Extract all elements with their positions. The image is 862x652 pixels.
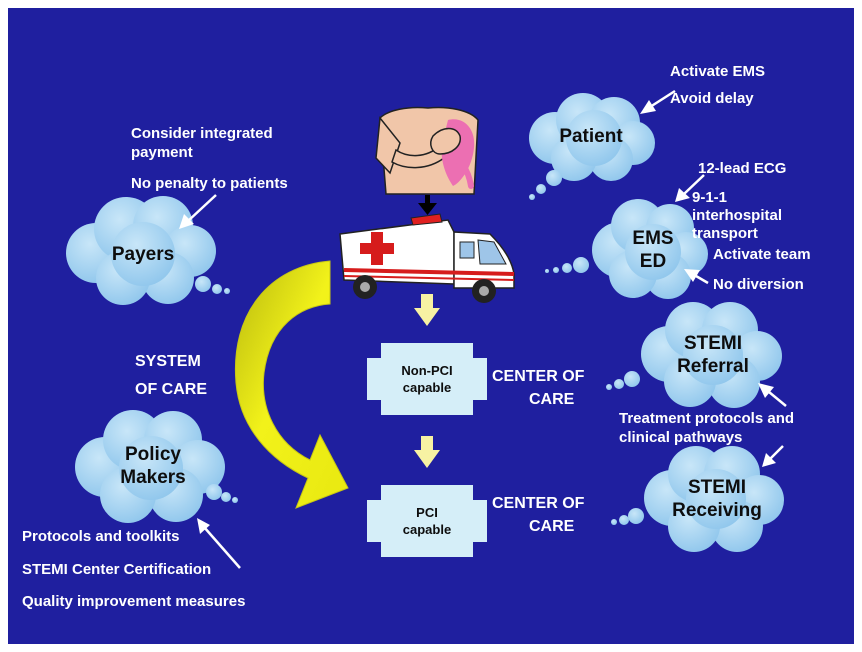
system-of-care-arrow <box>234 260 349 509</box>
ems-note-6: No diversion <box>713 276 804 293</box>
stemi-receiving-label-2: Receiving <box>672 500 762 521</box>
pci-label-2: capable <box>402 522 452 537</box>
pci-cross <box>367 485 487 557</box>
non-pci-center-of-care-1: CENTER OF <box>492 368 585 385</box>
payers-cloud-label: Payers <box>111 244 175 265</box>
flow-arrow-2 <box>414 436 440 468</box>
payers-note-3: No penalty to patients <box>131 175 288 192</box>
patient-cloud-label: Patient <box>559 126 623 147</box>
pci-center-of-care-1: CENTER OF <box>492 495 585 512</box>
policy-makers-cloud <box>75 410 238 523</box>
stemi-note-1: Treatment protocols and <box>619 410 795 427</box>
policy-cloud-label: Policy <box>125 444 181 465</box>
patient-note-2: Avoid delay <box>670 90 754 107</box>
patient-to-ambulance-arrow <box>418 195 437 215</box>
annotation-arrows <box>179 89 787 569</box>
ed-cloud-label: ED <box>639 251 667 272</box>
stemi-receiving-label-1: STEMI <box>687 477 747 498</box>
stemi-note-2: clinical pathways <box>619 429 743 446</box>
ambulance-icon <box>339 213 515 303</box>
diagram-art <box>66 89 787 569</box>
ems-note-3: interhospital <box>692 207 783 224</box>
system-of-care-label-1: SYSTEM <box>135 353 201 370</box>
stemi-referral-cloud <box>606 302 782 408</box>
stemi-receiving-cloud <box>611 446 784 552</box>
ems-note-2: 9-1-1 <box>692 189 728 206</box>
stemi-referral-label-1: STEMI <box>683 333 743 354</box>
pci-center-of-care-2: CARE <box>529 518 575 535</box>
non-pci-cross <box>367 343 487 415</box>
ems-note-4: transport <box>692 225 758 242</box>
makers-cloud-label: Makers <box>120 467 186 488</box>
system-of-care-label-2: OF CARE <box>135 381 207 398</box>
patient-note-1: Activate EMS <box>670 63 766 80</box>
slide: Patient Payers EMS ED Policy Makers STEM… <box>8 8 854 644</box>
ems-note-1: 12-lead ECG <box>698 160 787 177</box>
policy-note-2: STEMI Center Certification <box>22 561 212 578</box>
flow-arrow-1 <box>414 294 440 326</box>
patient-cloud <box>529 93 655 200</box>
policy-note-1: Protocols and toolkits <box>22 528 180 545</box>
ems-cloud-label: EMS <box>632 228 674 249</box>
patient-chest-pain-icon <box>375 106 479 195</box>
non-pci-center-of-care-2: CARE <box>529 391 575 408</box>
payers-note-2: payment <box>131 144 193 161</box>
ems-ed-cloud <box>545 199 708 299</box>
stemi-referral-label-2: Referral <box>677 356 749 377</box>
non-pci-label-1: Non-PCI <box>401 363 453 378</box>
payers-note-1: Consider integrated <box>131 125 273 142</box>
payers-cloud <box>66 196 230 305</box>
non-pci-label-2: capable <box>402 380 452 395</box>
pci-label-1: PCI <box>416 505 438 520</box>
ems-note-5: Activate team <box>713 246 811 263</box>
policy-note-3: Quality improvement measures <box>22 593 246 610</box>
